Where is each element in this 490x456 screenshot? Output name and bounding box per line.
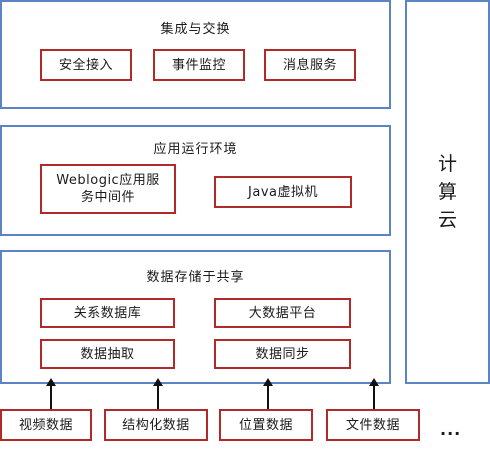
event-monitoring-box: 事件监控 (153, 49, 245, 81)
integration-layer: 集成与交换 安全接入 事件监控 消息服务 (0, 0, 391, 109)
structured-data-box: 结构化数据 (104, 409, 208, 441)
location-data-box: 位置数据 (219, 409, 313, 441)
runtime-layer: 应用运行环境 Weblogic应用服 务中间件 Java虚拟机 (0, 125, 391, 236)
arrow-video-up (46, 378, 56, 409)
runtime-layer-title: 应用运行环境 (153, 142, 238, 157)
compute-cloud-panel: 计 算 云 (405, 0, 490, 384)
weblogic-middleware-box: Weblogic应用服 务中间件 (40, 164, 176, 214)
cloud-char-1: 计 (437, 153, 457, 175)
cloud-char-3: 云 (437, 209, 457, 231)
big-data-platform-box: 大数据平台 (214, 298, 351, 328)
security-access-box: 安全接入 (40, 49, 132, 81)
more-sources-ellipsis: ... (440, 420, 462, 439)
java-vm-box: Java虚拟机 (214, 176, 352, 208)
relational-db-box: 关系数据库 (40, 298, 175, 328)
data-storage-layer: 数据存储于共享 关系数据库 大数据平台 数据抽取 数据同步 (0, 250, 391, 384)
arrow-location-up (263, 378, 273, 409)
message-service-box: 消息服务 (264, 49, 356, 81)
video-data-box: 视频数据 (0, 409, 92, 441)
file-data-box: 文件数据 (326, 409, 420, 441)
data-sync-box: 数据同步 (214, 339, 351, 369)
arrow-file-up (369, 378, 379, 409)
arrow-structured-up (153, 378, 163, 409)
integration-layer-title: 集成与交换 (160, 22, 231, 37)
data-storage-layer-title: 数据存储于共享 (146, 270, 245, 285)
cloud-char-2: 算 (437, 181, 457, 203)
data-extraction-box: 数据抽取 (40, 339, 175, 369)
